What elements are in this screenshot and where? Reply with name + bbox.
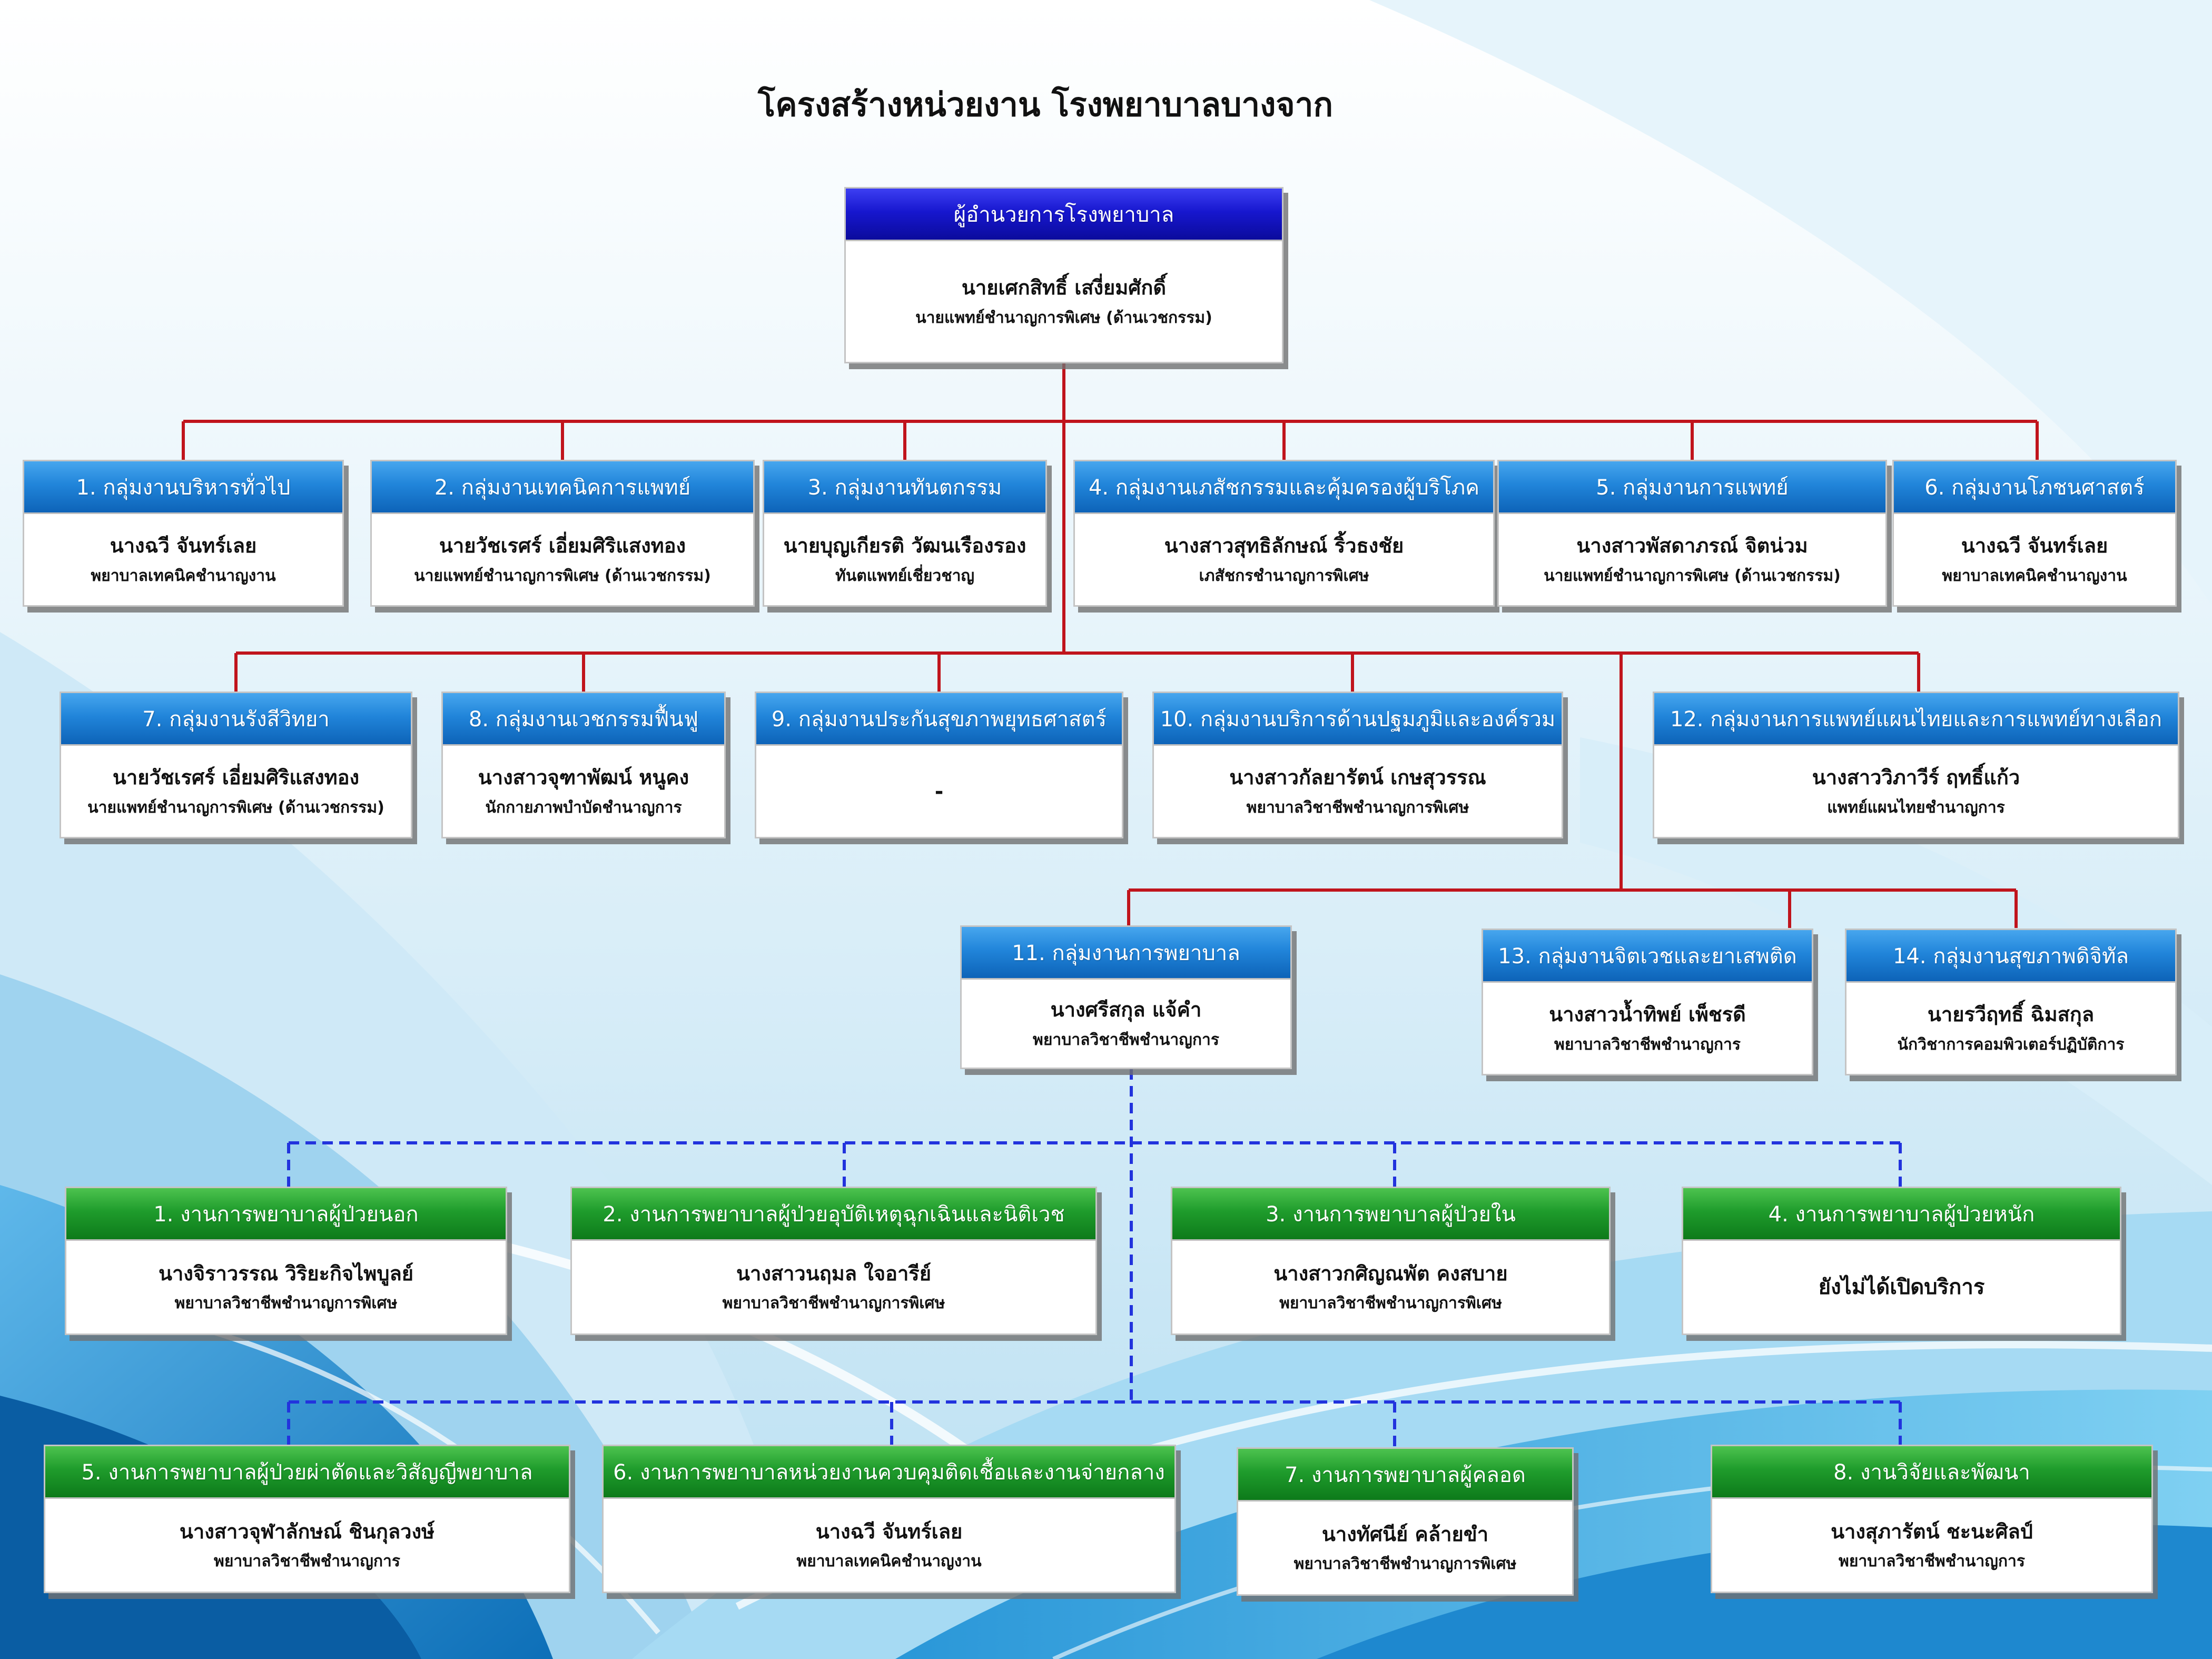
group-box-9: 9. กลุ่มงานประกันสุขภาพยุทธศาสตร์ - [755,692,1123,838]
nursing-unit-box-8: 8. งานวิจัยและพัฒนา นางสุภารัตน์ ชะนะศิล… [1711,1445,2153,1593]
group-title: 3. กลุ่มงานทันตกรรม [764,461,1045,514]
nursing-unit-box-4: 4. งานการพยาบาลผู้ป่วยหนัก ยังไม่ได้เปิด… [1682,1187,2121,1335]
group-head-position: พยาบาลวิชาชีพชำนาญการพิเศษ [1246,798,1469,817]
group-box-2: 2. กลุ่มงานเทคนิคการแพทย์ นายวัชเรศร์ เอ… [370,460,755,607]
nursing-unit-title: 1. งานการพยาบาลผู้ป่วยนอก [66,1188,506,1241]
group-box-13: 13. กลุ่มงานจิตเวชและยาเสพติด นางสาวน้ำท… [1482,929,1813,1075]
nursing-unit-head-name: นางฉวี จันทร์เลย [815,1519,963,1543]
group-box-1: 1. กลุ่มงานบริหารทั่วไป นางฉวี จันทร์เลย… [23,460,344,607]
group-head-name: นางสาวน้ำทิพย์ เพ็ชรดี [1549,1003,1746,1026]
group-title: 9. กลุ่มงานประกันสุขภาพยุทธศาสตร์ [756,693,1122,746]
group-head-position: ทันตแพทย์เชี่ยวชาญ [835,566,975,585]
nursing-unit-title: 4. งานการพยาบาลผู้ป่วยหนัก [1683,1188,2120,1241]
group-title: 10. กลุ่มงานบริการด้านปฐมภูมิและองค์รวม [1154,693,1562,746]
nursing-unit-head-position: พยาบาลเทคนิคชำนาญงาน [796,1552,982,1571]
group-box-11: 11. กลุ่มงานการพยาบาล นางศรีสกุล แจ้คำ พ… [960,925,1292,1069]
nursing-unit-head-name: นางสาวจุฬาลักษณ์ ชินกุลวงษ์ [179,1519,435,1543]
director-title: ผู้อำนวยการโรงพยาบาล [846,189,1282,241]
group-head-name: นางสาวกัลยารัตน์ เกษสุวรรณ [1229,766,1486,789]
nursing-unit-head-name: นางสุภารัตน์ ชะนะศิลป์ [1831,1519,2033,1543]
nursing-unit-title: 6. งานการพยาบาลหน่วยงานควบคุมติดเชื้อและ… [604,1446,1174,1499]
nursing-unit-head-position: พยาบาลวิชาชีพชำนาญการพิเศษ [174,1294,398,1312]
group-head-position: เภสัชกรชำนาญการพิเศษ [1199,566,1369,585]
director-box: ผู้อำนวยการโรงพยาบาล นายเศกสิทธิ์ เสงี่ย… [844,187,1283,363]
nursing-unit-head-name: ยังไม่ได้เปิดบริการ [1818,1275,1985,1299]
group-title: 13. กลุ่มงานจิตเวชและยาเสพติด [1483,930,1812,983]
group-box-3: 3. กลุ่มงานทันตกรรม นายบุญเกียรติ วัฒนเร… [763,460,1047,607]
group-head-name: นางฉวี จันทร์เลย [1961,534,2108,557]
group-title: 12. กลุ่มงานการแพทย์แผนไทยและการแพทย์ทาง… [1654,693,2178,746]
nursing-unit-title: 7. งานการพยาบาลผู้คลอด [1238,1449,1572,1502]
group-title: 2. กลุ่มงานเทคนิคการแพทย์ [372,461,753,514]
group-box-4: 4. กลุ่มงานเภสัชกรรมและคุ้มครองผู้บริโภค… [1073,460,1495,607]
nursing-unit-title: 3. งานการพยาบาลผู้ป่วยใน [1172,1188,1609,1241]
nursing-unit-head-position: พยาบาลวิชาชีพชำนาญการพิเศษ [1279,1294,1502,1312]
group-head-name: นายวัชเรศร์ เอี่ยมศิริแสงทอง [439,534,686,557]
group-box-8: 8. กลุ่มงานเวชกรรมฟื้นฟู นางสาวจุฑาพัฒน์… [441,692,726,838]
group-head-name: นายวัชเรศร์ เอี่ยมศิริแสงทอง [112,766,360,789]
group-head-name: นายรวีฤทธิ์ ฉิมสกุล [1927,1003,2095,1026]
nursing-unit-box-7: 7. งานการพยาบาลผู้คลอด นางทัศนีย์ คล้ายข… [1237,1447,1574,1596]
group-head-position: นายแพทย์ชำนาญการพิเศษ (ด้านเวชกรรม) [1544,566,1841,585]
nursing-unit-head-position: พยาบาลวิชาชีพชำนาญการพิเศษ [1293,1555,1517,1573]
group-head-position: นักวิชาการคอมพิวเตอร์ปฏิบัติการ [1897,1035,2125,1054]
director-name: นายเศกสิทธิ์ เสงี่ยมศักดิ์ [961,276,1167,299]
group-head-position: พยาบาลเทคนิคชำนาญงาน [1942,566,2127,585]
nursing-unit-box-5: 5. งานการพยาบาลผู้ป่วยผ่าตัดและวิสัญญีพย… [44,1445,570,1593]
nursing-unit-head-name: นางจิราวรรณ วิริยะกิจไพบูลย์ [158,1261,414,1285]
group-title: 7. กลุ่มงานรังสีวิทยา [61,693,411,746]
group-title: 14. กลุ่มงานสุขภาพดิจิทัล [1846,930,2175,983]
group-head-position: นักกายภาพบำบัดชำนาญการ [485,798,682,817]
group-head-name: นางสาววิภาวีร์ ฤทธิ์แก้ว [1812,766,2020,789]
nursing-unit-title: 8. งานวิจัยและพัฒนา [1712,1446,2151,1499]
nursing-unit-head-name: นางสาวนฤมล ใจอารีย์ [736,1261,931,1285]
group-head-name: นายบุญเกียรติ วัฒนเรืองรอง [783,534,1026,557]
group-box-6: 6. กลุ่มงานโภชนศาสตร์ นางฉวี จันทร์เลย พ… [1892,460,2177,607]
group-box-12: 12. กลุ่มงานการแพทย์แผนไทยและการแพทย์ทาง… [1653,692,2179,838]
group-box-5: 5. กลุ่มงานการแพทย์ นางสาวพัสดาภรณ์ จิตน… [1497,460,1887,607]
group-head-name: นางศรีสกุล แจ้คำ [1050,998,1202,1021]
nursing-unit-head-position: พยาบาลวิชาชีพชำนาญการ [214,1552,400,1571]
group-head-position: พยาบาลวิชาชีพชำนาญการ [1033,1030,1219,1049]
nursing-unit-title: 2. งานการพยาบาลผู้ป่วยอุบัติเหตุฉุกเฉินแ… [572,1188,1095,1241]
group-head-position: นายแพทย์ชำนาญการพิเศษ (ด้านเวชกรรม) [414,566,711,585]
group-title: 1. กลุ่มงานบริหารทั่วไป [24,461,342,514]
group-box-10: 10. กลุ่มงานบริการด้านปฐมภูมิและองค์รวม … [1152,692,1563,838]
nursing-unit-box-3: 3. งานการพยาบาลผู้ป่วยใน นางสาวกศิญณพัต … [1171,1187,1611,1335]
group-title: 4. กลุ่มงานเภสัชกรรมและคุ้มครองผู้บริโภค [1075,461,1493,514]
nursing-unit-head-name: นางทัศนีย์ คล้ายขำ [1321,1522,1489,1546]
nursing-unit-head-position: พยาบาลวิชาชีพชำนาญการ [1839,1552,2025,1571]
group-head-name: - [934,779,944,804]
nursing-unit-box-6: 6. งานการพยาบาลหน่วยงานควบคุมติดเชื้อและ… [602,1445,1176,1593]
nursing-unit-head-position: พยาบาลวิชาชีพชำนาญการพิเศษ [722,1294,945,1312]
group-head-name: นางสาวพัสดาภรณ์ จิตน่วม [1576,534,1808,557]
nursing-unit-box-2: 2. งานการพยาบาลผู้ป่วยอุบัติเหตุฉุกเฉินแ… [570,1187,1097,1335]
group-box-7: 7. กลุ่มงานรังสีวิทยา นายวัชเรศร์ เอี่ยม… [60,692,412,838]
group-title: 11. กลุ่มงานการพยาบาล [962,927,1290,980]
group-head-name: นางสาวสุทธิลักษณ์ ริ้วธงชัย [1164,534,1404,557]
blue-dashed-connector-lines [287,1069,1902,1446]
red-connector-lines [182,363,2039,928]
nursing-unit-box-1: 1. งานการพยาบาลผู้ป่วยนอก นางจิราวรรณ วิ… [65,1187,507,1335]
group-head-position: พยาบาลเทคนิคชำนาญงาน [91,566,276,585]
group-head-name: นางสาวจุฑาพัฒน์ หนูคง [478,766,689,789]
nursing-unit-title: 5. งานการพยาบาลผู้ป่วยผ่าตัดและวิสัญญีพย… [45,1446,569,1499]
group-head-position: แพทย์แผนไทยชำนาญการ [1827,798,2005,817]
group-title: 8. กลุ่มงานเวชกรรมฟื้นฟู [443,693,724,746]
director-position: นายแพทย์ชำนาญการพิเศษ (ด้านเวชกรรม) [915,308,1212,327]
group-title: 5. กลุ่มงานการแพทย์ [1499,461,1885,514]
page-title: โครงสร้างหน่วยงาน โรงพยาบาลบางจาก [757,85,1334,124]
group-head-position: นายแพทย์ชำนาญการพิเศษ (ด้านเวชกรรม) [87,798,384,817]
group-title: 6. กลุ่มงานโภชนศาสตร์ [1894,461,2175,514]
nursing-unit-head-name: นางสาวกศิญณพัต คงสบาย [1273,1261,1508,1285]
group-head-name: นางฉวี จันทร์เลย [110,534,257,557]
group-box-14: 14. กลุ่มงานสุขภาพดิจิทัล นายรวีฤทธิ์ ฉิ… [1845,929,2177,1075]
group-head-position: พยาบาลวิชาชีพชำนาญการ [1554,1035,1741,1054]
